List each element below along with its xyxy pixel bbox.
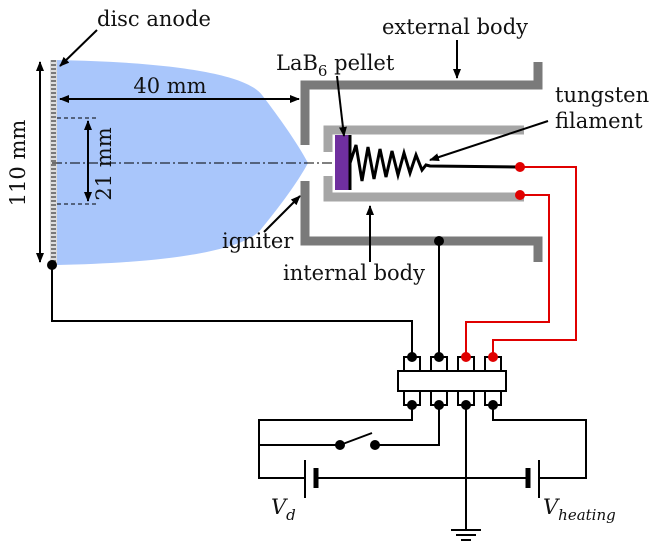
tungsten-label: tungsten [555,83,649,107]
discharge-supply-wire [258,445,305,479]
disc-anode-pointer [59,29,98,67]
filament-label: filament [555,109,643,133]
lab6-pellet [335,135,349,190]
body-node [434,236,444,246]
switch-contact-right [370,440,380,450]
heating-wire-outer [492,166,577,357]
terminal-block [397,370,507,392]
switch-lower-wire [375,405,440,446]
igniter-pointer [263,195,301,233]
lab6-pellet-label: LaB6 pellet [276,51,395,80]
anode-node [47,260,57,270]
tungsten-filament [348,144,519,182]
anode-wire [51,265,413,357]
internal-body [323,125,524,202]
disc-anode-label: disc anode [97,7,211,31]
vd-label: Vd [271,495,296,524]
dimension-21-label: 21 mm [92,127,116,200]
external-body [300,62,543,262]
switch-blade [339,432,373,446]
switch-contact-left [335,440,345,450]
dimension-110-label: 110 mm [6,120,30,207]
switch-loop-wire [258,405,413,445]
igniter-label: igniter [222,229,294,253]
vheating-label: Vheating [543,495,616,524]
lab6-pellet-pointer [336,75,347,137]
heating-node-outer [515,162,525,172]
dimension-40-label: 40 mm [133,74,206,98]
heating-supply-wire [492,405,587,479]
heating-wire-inner [465,194,550,357]
external-body-label: external body [382,15,528,39]
heating-node-inner [515,190,525,200]
internal-body-label: internal body [283,261,425,285]
tungsten-filament-pointer [429,120,549,161]
terminal-top-nodes [407,352,498,362]
ground-icon [451,529,481,541]
